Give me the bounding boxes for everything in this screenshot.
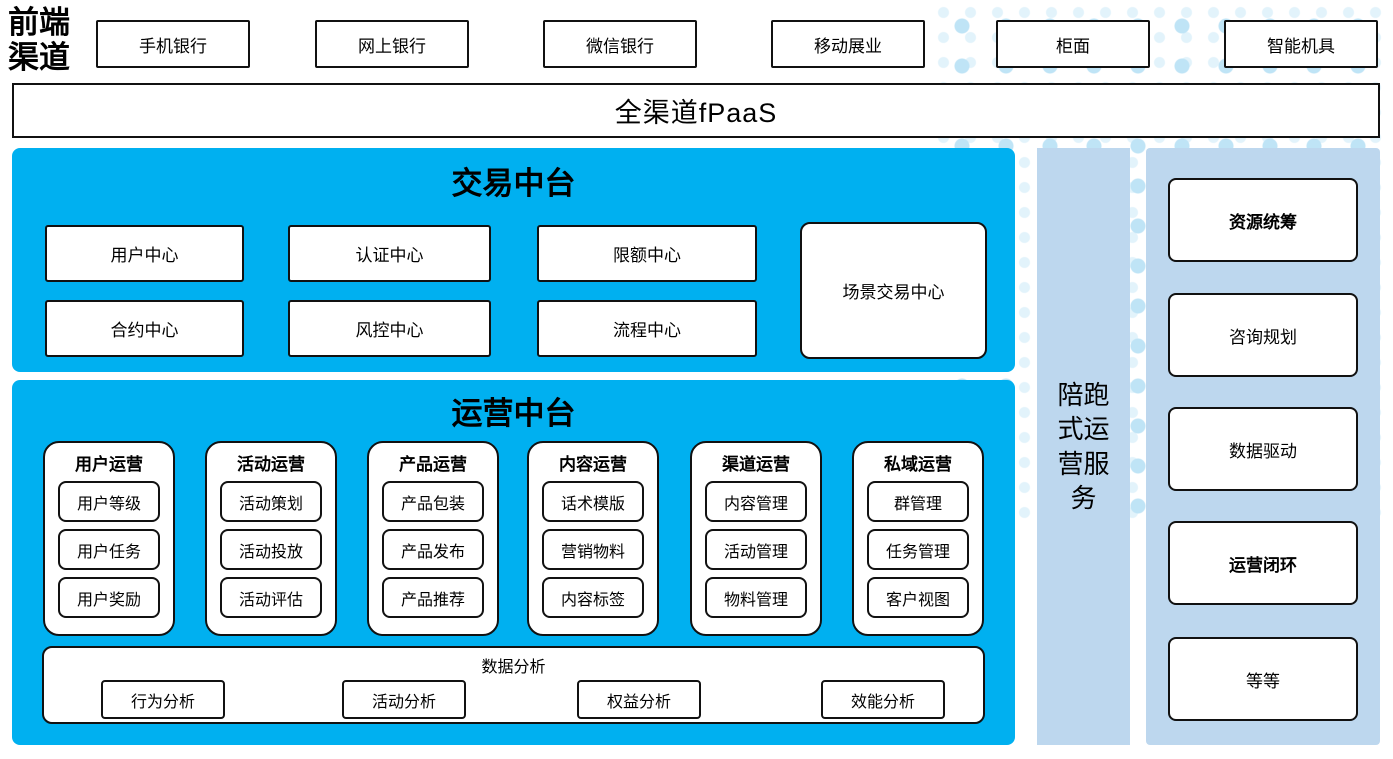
service-box-etc: 等等 [1168,637,1358,721]
center-auth: 认证中心 [288,225,491,282]
center-contract: 合约中心 [45,300,244,357]
center-process: 流程中心 [537,300,757,357]
ops-item: 产品发布 [382,529,484,570]
data-analysis-strip: 数据分析 行为分析 活动分析 权益分析 效能分析 [42,646,985,724]
analysis-efficiency: 效能分析 [821,680,945,719]
ops-item: 话术模版 [542,481,644,522]
service-box-consulting: 咨询规划 [1168,293,1358,377]
service-box-data: 数据驱动 [1168,407,1358,491]
ops-column-title: 用户运营 [75,455,143,474]
channel-mobile-sales: 移动展业 [771,20,925,68]
ops-column-product: 产品运营 产品包装 产品发布 产品推荐 [367,441,499,636]
ops-platform-title: 运营中台 [451,396,576,431]
channel-label: 微信银行 [586,36,654,56]
service-box-resource: 资源统筹 [1168,178,1358,262]
channel-label: 网上银行 [358,36,426,56]
ops-item: 客户视图 [867,577,969,618]
channel-mobile-banking: 手机银行 [96,20,250,68]
channel-smart-devices: 智能机具 [1224,20,1378,68]
ops-item: 用户任务 [58,529,160,570]
ops-item: 活动投放 [220,529,322,570]
accompany-service-bar: 陪跑式运营服务 [1037,148,1130,745]
ops-item: 活动管理 [705,529,807,570]
ops-item: 用户等级 [58,481,160,522]
center-user: 用户中心 [45,225,244,282]
ops-item: 产品包装 [382,481,484,522]
ops-item: 内容管理 [705,481,807,522]
ops-item: 用户奖励 [58,577,160,618]
channel-online-banking: 网上银行 [315,20,469,68]
channel-label: 智能机具 [1267,36,1335,56]
ops-item: 群管理 [867,481,969,522]
ops-column-channel: 渠道运营 内容管理 活动管理 物料管理 [690,441,822,636]
ops-column-title: 产品运营 [399,455,467,474]
trade-platform-title: 交易中台 [451,166,576,201]
ops-item: 物料管理 [705,577,807,618]
front-channels-label: 前端 渠道 [8,5,70,75]
ops-item: 任务管理 [867,529,969,570]
ops-column-content: 内容运营 话术模版 营销物料 内容标签 [527,441,659,636]
channel-wechat-banking: 微信银行 [543,20,697,68]
channel-label: 手机银行 [139,36,207,56]
service-column: 资源统筹 咨询规划 数据驱动 运营闭环 等等 [1146,148,1380,745]
ops-platform-block: 运营中台 用户运营 用户等级 用户任务 用户奖励 活动运营 活动策划 活动投放 … [12,380,1015,745]
ops-column-private: 私域运营 群管理 任务管理 客户视图 [852,441,984,636]
ops-item: 活动评估 [220,577,322,618]
trade-platform-block: 交易中台 用户中心 认证中心 限额中心 合约中心 风控中心 流程中心 场景交易中… [12,148,1015,372]
ops-column-user: 用户运营 用户等级 用户任务 用户奖励 [43,441,175,636]
fpaas-label: 全渠道fPaaS [614,98,778,128]
channel-label: 柜面 [1056,36,1090,56]
analysis-activity: 活动分析 [342,680,466,719]
center-risk: 风控中心 [288,300,491,357]
ops-item: 产品推荐 [382,577,484,618]
center-scenario-trade: 场景交易中心 [800,222,987,359]
ops-column-title: 私域运营 [884,455,952,474]
data-analysis-title: 数据分析 [481,659,546,676]
accompany-service-label: 陪跑式运营服务 [1057,379,1110,513]
center-limit: 限额中心 [537,225,757,282]
ops-item: 活动策划 [220,481,322,522]
service-box-loop: 运营闭环 [1168,521,1358,605]
ops-column-title: 内容运营 [559,455,627,474]
ops-item: 内容标签 [542,577,644,618]
analysis-rights: 权益分析 [577,680,701,719]
ops-column-title: 渠道运营 [722,455,790,474]
fpaas-bar: 全渠道fPaaS [12,83,1380,138]
ops-item: 营销物料 [542,529,644,570]
channel-label: 移动展业 [814,36,882,56]
ops-column-title: 活动运营 [237,455,305,474]
channel-counter: 柜面 [996,20,1150,68]
ops-column-activity: 活动运营 活动策划 活动投放 活动评估 [205,441,337,636]
analysis-behavior: 行为分析 [101,680,225,719]
